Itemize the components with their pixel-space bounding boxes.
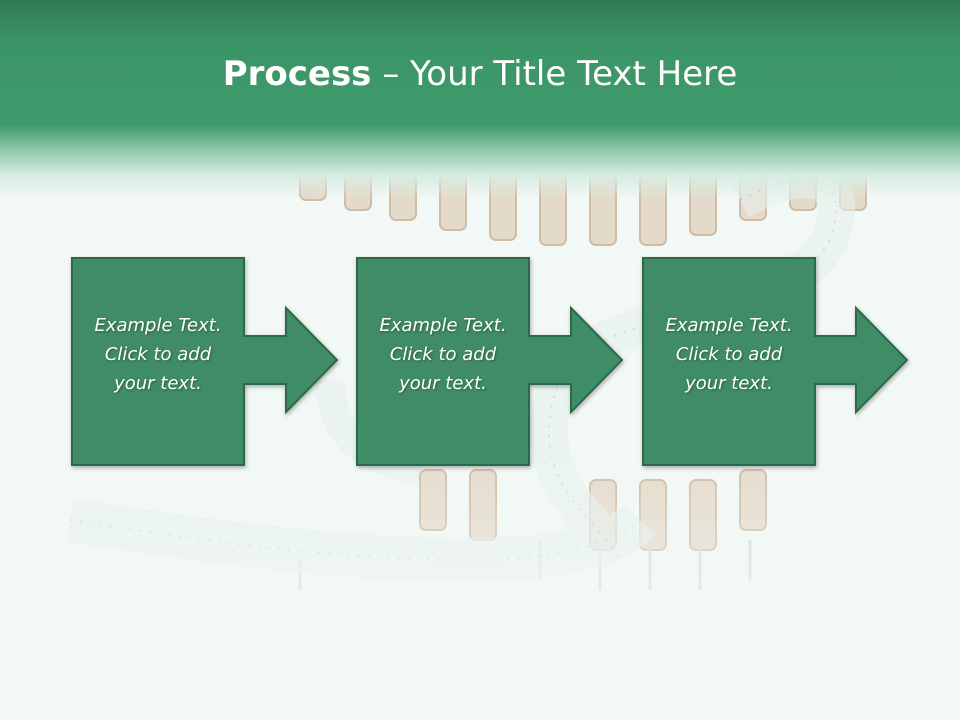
step-1-line-2: Click to add (104, 344, 212, 365)
process-step-1-shape[interactable] (71, 257, 339, 466)
title-bold: Process (222, 54, 372, 94)
process-step-1-text[interactable]: Example Text. Click to add your text. (72, 311, 244, 398)
process-step-2-text[interactable]: Example Text. Click to add your text. (357, 311, 529, 398)
step-3-line-3: your text. (685, 373, 773, 394)
process-step-2-shape[interactable] (356, 257, 624, 466)
step-2-line-2: Click to add (389, 344, 497, 365)
step-2-line-1: Example Text. (379, 315, 507, 336)
process-step-3-text[interactable]: Example Text. Click to add your text. (643, 311, 815, 398)
title-rest: – Your Title Text Here (371, 54, 738, 94)
step-1-line-3: your text. (114, 373, 202, 394)
title-bar (0, 0, 960, 200)
step-1-line-1: Example Text. (94, 315, 222, 336)
step-3-line-2: Click to add (675, 344, 783, 365)
step-2-line-3: your text. (399, 373, 487, 394)
process-step-3-shape[interactable] (642, 257, 909, 466)
slide-title[interactable]: Process – Your Title Text Here (0, 52, 960, 96)
step-3-line-1: Example Text. (665, 315, 793, 336)
